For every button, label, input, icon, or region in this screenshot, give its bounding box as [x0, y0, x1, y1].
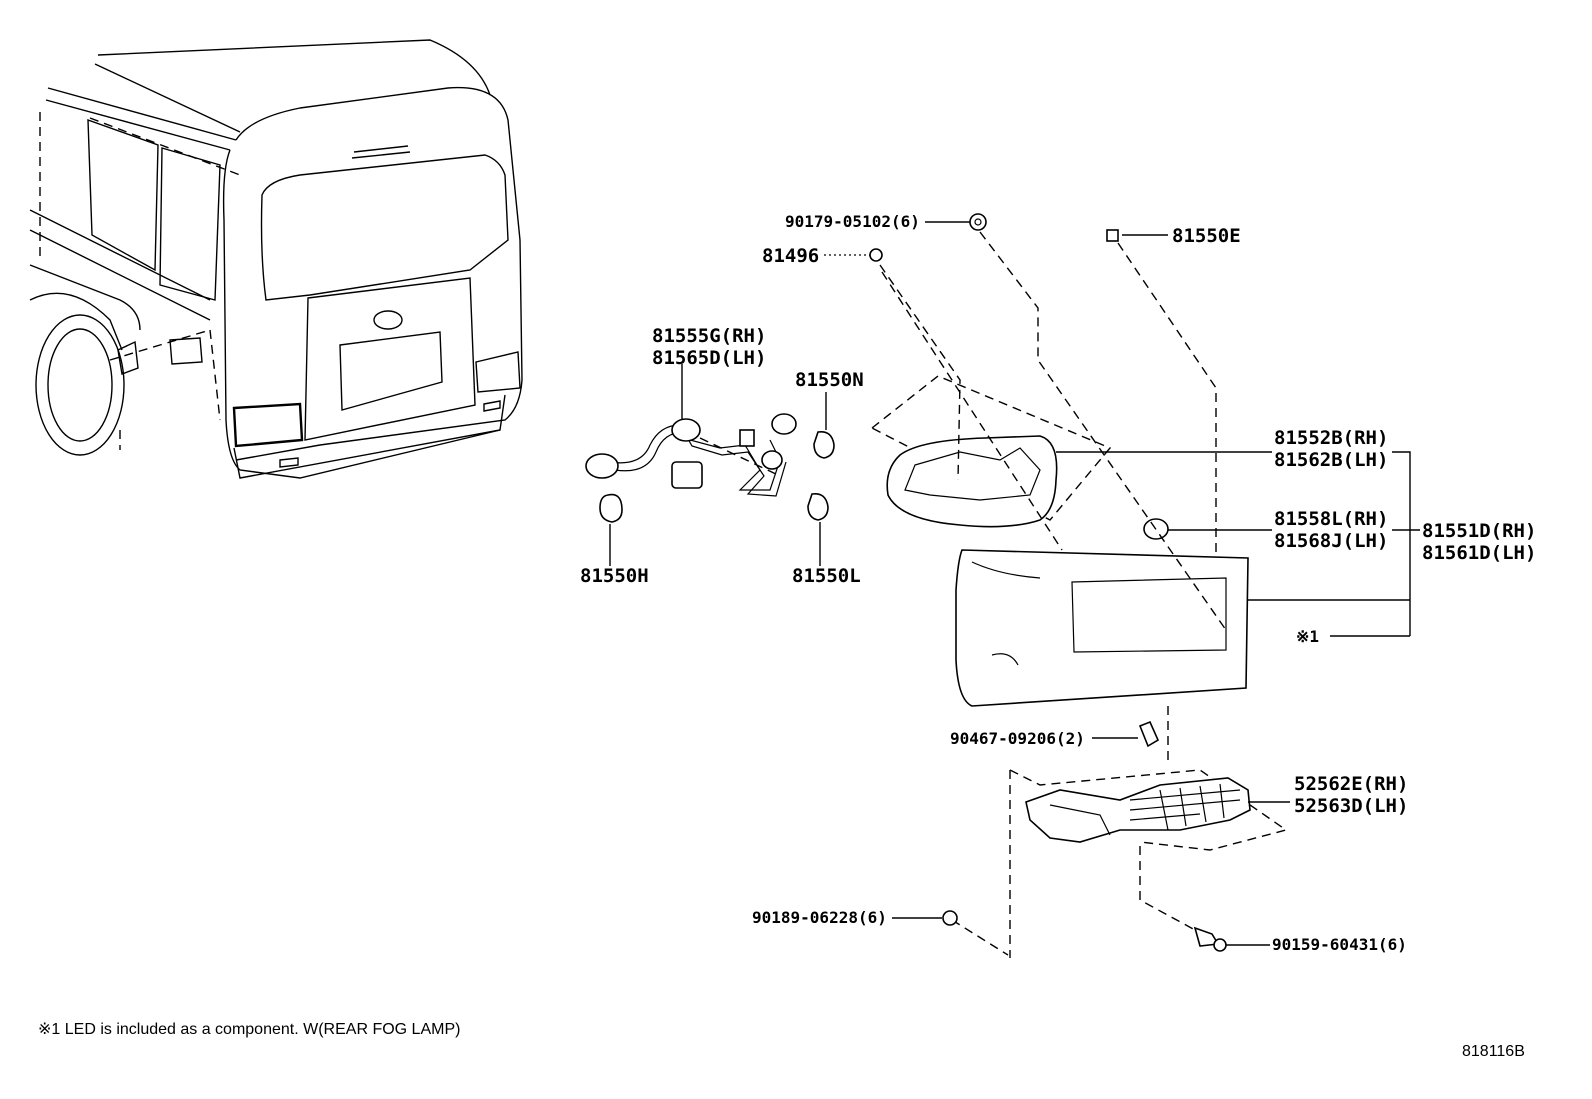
- footnote: ※1 LED is included as a component. W(REA…: [38, 1021, 460, 1038]
- label-81552B[interactable]: 81552B(RH): [1274, 427, 1388, 449]
- figure-id: 818116B: [1462, 1043, 1525, 1060]
- label-81568J[interactable]: 81568J(LH): [1274, 530, 1388, 552]
- label-52562E[interactable]: 52562E(RH): [1294, 773, 1408, 795]
- label-81550N[interactable]: 81550N: [795, 369, 864, 391]
- label-81555G[interactable]: 81555G(RH): [652, 325, 766, 347]
- rear-lamp-assembly: [824, 213, 1420, 707]
- label-81550E[interactable]: 81550E: [1172, 225, 1241, 247]
- label-81565D[interactable]: 81565D(LH): [652, 347, 766, 369]
- screw-90189-icon: [942, 910, 958, 926]
- label-90159-60431[interactable]: 90159-60431(6): [1272, 935, 1407, 954]
- clip-81550E-icon: [1106, 229, 1119, 242]
- bulb-81550N-icon: [813, 430, 835, 459]
- label-90189-06228[interactable]: 90189-06228(6): [752, 908, 887, 927]
- label-ref-1: ※1: [1296, 627, 1319, 646]
- label-81550L[interactable]: 81550L: [792, 565, 861, 587]
- vehicle-rear-illustration: [29, 39, 523, 479]
- label-81550H[interactable]: 81550H: [580, 565, 649, 587]
- label-52563D[interactable]: 52563D(LH): [1294, 795, 1408, 817]
- nut-90179-icon: [969, 213, 987, 231]
- screw-90467-icon: [1138, 720, 1160, 748]
- bulb-81550L-icon: [807, 492, 829, 521]
- nut-81496-icon: [869, 248, 883, 262]
- socket-wire-assembly: [585, 364, 835, 566]
- label-81558L[interactable]: 81558L(RH): [1274, 508, 1388, 530]
- label-81496[interactable]: 81496: [762, 245, 819, 267]
- label-90467-09206[interactable]: 90467-09206(2): [950, 729, 1085, 748]
- label-81561D[interactable]: 81561D(LH): [1422, 542, 1536, 564]
- label-90179-05102[interactable]: 90179-05102(6): [785, 212, 920, 231]
- bulb-81550H-icon: [599, 493, 623, 523]
- label-81562B[interactable]: 81562B(LH): [1274, 449, 1388, 471]
- bracket-assembly: [892, 706, 1290, 958]
- label-81551D[interactable]: 81551D(RH): [1422, 520, 1536, 542]
